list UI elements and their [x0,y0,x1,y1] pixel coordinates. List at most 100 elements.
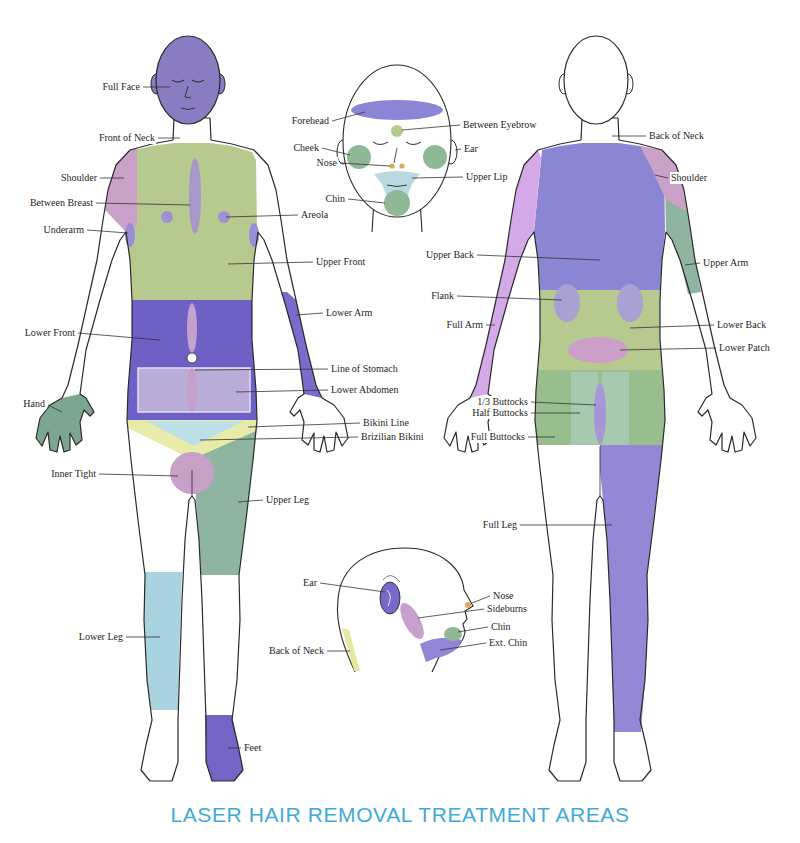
navel [187,353,197,363]
leader-line [477,255,600,260]
full-face-region [156,36,220,124]
leader-line [620,348,716,350]
area-label: Brizilian Bikini [360,431,425,443]
mouth-line [387,185,407,187]
leader-line [87,230,128,233]
brazilian-bikini-region [146,421,244,446]
diagram-title: LASER HAIR REMOVAL TREATMENT AREAS [0,802,800,828]
crotch-line [600,446,601,496]
forehead-region [351,100,443,120]
lower-leg-region [144,572,182,710]
area-label: Bikini Line [362,417,410,429]
chin-region [444,627,462,641]
crotch-line [192,470,193,496]
area-label: Shoulder [670,172,708,184]
cheek-region [347,145,371,169]
shoulder-region [105,148,137,232]
area-label: Flank [430,290,455,302]
leader-line [236,390,328,392]
back-body [444,36,756,781]
area-label: Inner Tight [50,468,97,480]
leader-line [228,262,313,264]
area-label: Ear [302,577,318,589]
leader-line [322,148,350,155]
leader-line [248,423,360,427]
leader-line [200,437,358,440]
leader-line [100,178,124,179]
mouth-line [181,108,195,110]
leader-line [296,313,323,315]
leader-line [226,215,298,217]
area-label: Chin [490,621,511,633]
front-body [36,36,348,781]
area-label: Front of Neck [98,132,156,144]
ear-detail [387,590,390,606]
area-label: Forehead [291,115,330,127]
lower-abdomen-region [138,368,250,412]
eye-line [383,575,400,582]
leader-line [96,203,190,205]
leader-line [143,87,170,88]
body-outline [36,118,348,781]
area-label: Feet [243,742,262,754]
leader-line [327,651,350,652]
leader-line [630,325,714,328]
leader-line [612,136,646,137]
area-label: Upper Leg [265,494,310,506]
area-label: Full Buttocks [470,431,526,443]
leader-lines [48,87,716,748]
area-label: Lower Leg [78,631,124,643]
area-label: Upper Lip [465,171,508,183]
area-label: Lower Arm [325,307,373,319]
leader-line [520,525,612,526]
cheek-region [423,145,447,169]
nose-line [394,148,397,163]
leader-line [238,500,263,502]
leader-line [528,437,555,438]
area-label: Back of Neck [648,130,705,142]
area-label: Shoulder [60,172,98,184]
face-outline [343,65,451,217]
area-label: Full Arm [446,319,484,331]
area-label: Nose [492,590,515,602]
head-profile [337,548,473,672]
upper-front-region [126,143,257,300]
full-arm-region [470,150,541,398]
leader-line [472,596,490,603]
between-eyebrow-region [391,125,403,137]
chin-region [384,190,410,216]
leader-line [402,125,460,130]
leader-line [457,296,562,300]
leader-line [412,177,463,178]
area-label: Line of Stomach [330,363,399,375]
body-fill [36,118,348,781]
leader-line [332,112,365,121]
area-label: Lower Front [24,327,76,339]
area-label: Upper Back [425,249,475,261]
ear-region [380,582,400,614]
leader-line [418,609,484,618]
flank-region [554,284,580,322]
leader-line [99,474,178,476]
area-label: Half Buttocks [471,407,529,419]
leader-line [126,637,160,638]
area-label: Full Leg [482,519,518,531]
area-label: Lower Back [716,319,767,331]
leader-line [440,643,486,650]
area-label: Full Face [102,81,142,93]
area-label: Chin [325,193,346,205]
leader-line [655,175,668,178]
leader-line [158,138,180,139]
head [564,36,628,124]
area-label: Sideburns [486,603,528,615]
area-label: Hand [22,398,46,410]
sideburns-region [396,600,429,643]
leader-line [320,583,385,592]
back-of-neck-region [342,628,360,671]
nose-region [465,602,471,608]
feet-region [205,715,243,781]
closed-eyes [373,142,421,145]
leader-line [458,627,488,632]
